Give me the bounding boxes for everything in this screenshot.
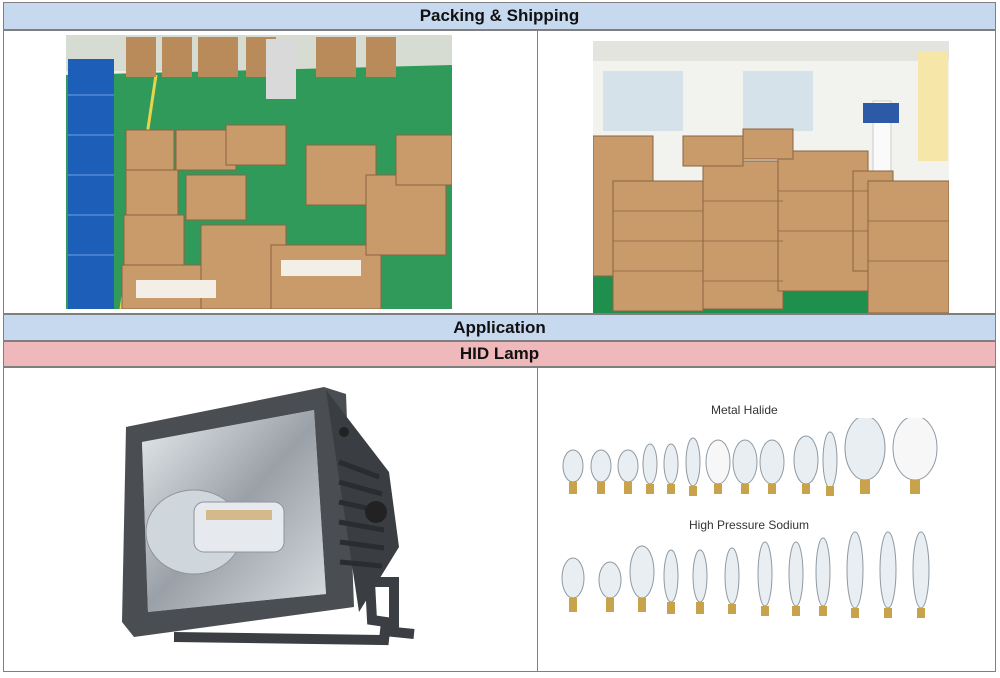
high-pressure-sodium-lamps-image [561, 531, 930, 618]
application-header: Application [3, 314, 996, 341]
floodlight-cell [3, 367, 538, 672]
packing-photo-cell-right [537, 30, 996, 314]
stacked-cartons-photo [593, 41, 949, 313]
packing-shipping-header: Packing & Shipping [3, 2, 996, 30]
high-pressure-sodium-label: High Pressure Sodium [689, 518, 810, 532]
lamp-types-cell: Metal Halide [537, 367, 996, 672]
floodlight-fixture-image [122, 387, 415, 646]
warehouse-boxes-photo [66, 35, 452, 309]
metal-halide-lamps-image [562, 418, 938, 496]
packing-photo-cell-left [3, 30, 538, 314]
hid-lamp-header: HID Lamp [3, 341, 996, 367]
metal-halide-label: Metal Halide [711, 403, 778, 417]
